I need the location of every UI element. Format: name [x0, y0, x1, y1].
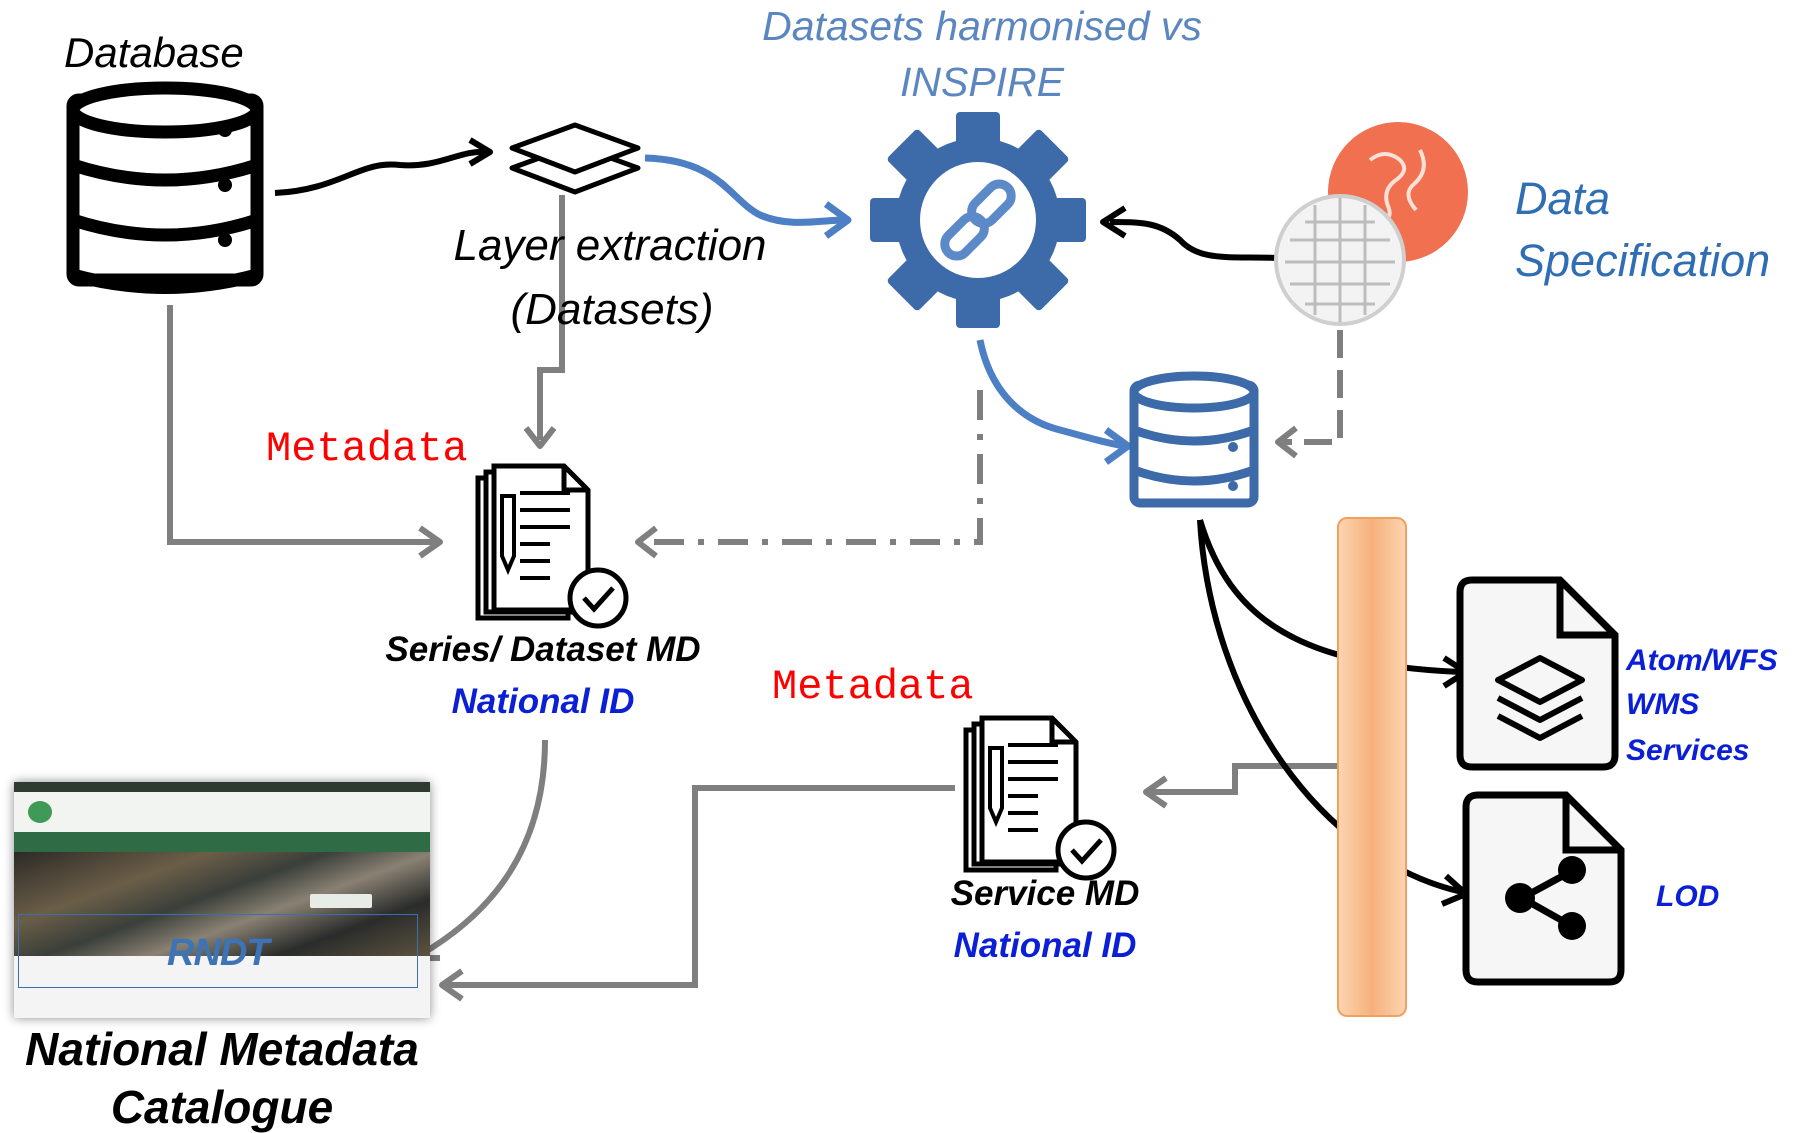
- arrow-gear-to-db: [976, 339, 1126, 450]
- arrowhead: [1275, 425, 1298, 459]
- arrowhead: [523, 426, 557, 449]
- document-check-icon: [475, 463, 629, 629]
- arrow-layers-to-gear: [644, 154, 846, 226]
- arrow-service-md-to-catalogue: [445, 785, 955, 988]
- data-spec-label-line2: Specification: [1515, 235, 1771, 286]
- arrowhead: [1143, 775, 1168, 809]
- arrowhead: [468, 137, 493, 167]
- national-id-label-1: National ID: [451, 682, 635, 721]
- services-label-line3: Services: [1626, 734, 1750, 767]
- arrow-database-to-series-md: [167, 305, 435, 545]
- harmonised-label-line2: INSPIRE: [899, 59, 1065, 105]
- harmonised-database-icon: [1129, 371, 1259, 508]
- data-spec-label-line1: Data: [1515, 173, 1611, 224]
- metadata-label-2: Metadata: [772, 663, 974, 711]
- arrowhead: [418, 525, 443, 559]
- rndt-label: RNDT: [167, 932, 270, 974]
- service-md-label: Service MD: [950, 874, 1140, 913]
- services-label-line1: Atom/WFS: [1626, 644, 1778, 677]
- arrowhead: [635, 525, 658, 559]
- arrow-series-md-to-catalogue: [418, 739, 548, 958]
- arrowhead: [1103, 427, 1132, 465]
- layers-icon: [509, 122, 641, 195]
- gear-link-icon: [870, 112, 1086, 328]
- harmonised-label-line1: Datasets harmonised vs: [762, 3, 1202, 49]
- metadata-label-1: Metadata: [266, 425, 468, 473]
- globe-icon: [1274, 122, 1468, 326]
- database-icon: [66, 81, 264, 294]
- catalogue-label-line2: Catalogue: [110, 1081, 334, 1133]
- screenshot-button: [310, 894, 372, 908]
- arrow-spec-to-gear: [1109, 219, 1281, 261]
- arrowhead: [439, 968, 464, 1002]
- series-md-label: Series/ Dataset MD: [385, 630, 701, 669]
- catalogue-screenshot: RNDT: [14, 782, 430, 1018]
- screenshot-nav: [14, 832, 430, 852]
- rndt-frame: [18, 914, 418, 988]
- lod-label: LOD: [1656, 880, 1720, 913]
- file-share-icon: [1462, 791, 1625, 986]
- layer-extraction-label-line1: Layer extraction: [453, 221, 767, 270]
- arrow-db-to-lod: [1197, 519, 1463, 895]
- arrow-spec-to-db: [1280, 330, 1343, 445]
- arrow-layers-to-series-md: [537, 195, 565, 440]
- catalogue-label-line1: National Metadata: [25, 1023, 419, 1075]
- layer-extraction-label-line2: (Datasets): [510, 285, 714, 334]
- national-id-label-2: National ID: [953, 926, 1137, 965]
- arrow-database-to-layers: [274, 148, 486, 196]
- arrowhead: [823, 201, 852, 239]
- file-layers-icon: [1456, 576, 1619, 771]
- document-check-icon: [963, 715, 1117, 881]
- services-label-line2: WMS: [1626, 688, 1700, 721]
- screenshot-logo: [28, 801, 52, 823]
- arrow-db-to-services: [1197, 519, 1461, 675]
- database-label: Database: [64, 29, 244, 76]
- arrow-gear-to-series-md: [640, 390, 983, 545]
- screenshot-hero: [14, 852, 430, 956]
- arrowhead: [1100, 205, 1127, 239]
- screenshot-topbar: [14, 782, 430, 792]
- arrow-services-to-service-md: [1150, 763, 1337, 795]
- screenshot-header: [14, 792, 430, 832]
- services-bar: [1337, 517, 1407, 1017]
